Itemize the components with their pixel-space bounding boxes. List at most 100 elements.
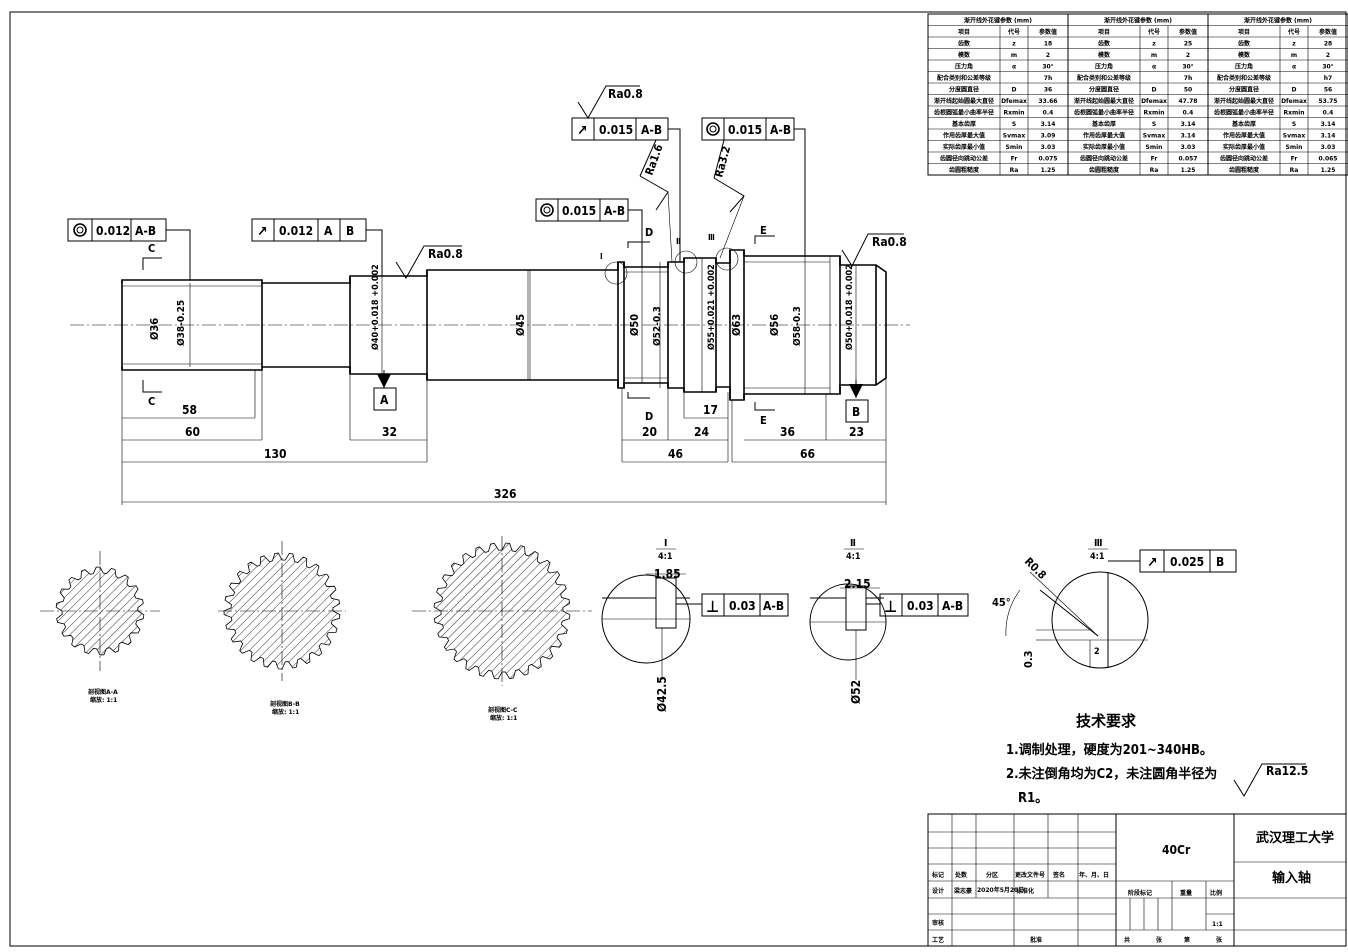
- svg-text:Ra0.8: Ra0.8: [608, 87, 643, 101]
- spline-table-cell: 0.4: [1323, 110, 1334, 117]
- spline-table-cell: 36: [1044, 87, 1052, 94]
- section-mark-c-bottom: C: [148, 395, 155, 408]
- svg-text:Ra3.2: Ra3.2: [712, 145, 733, 179]
- spline-table-cell: 2: [1186, 52, 1190, 59]
- requirement-2-cont: R1。: [1018, 791, 1048, 806]
- spline-table-header: 项目: [1098, 28, 1110, 36]
- svg-text:1.85: 1.85: [654, 567, 681, 581]
- spline-table-cell: Smin: [1146, 144, 1163, 151]
- section-mark-c-top: C: [148, 242, 155, 255]
- fcf-runout-top: ↗ 0.015 A-B: [571, 117, 681, 262]
- spline-table-cell: Dfemax: [1001, 98, 1027, 105]
- spline-table-cell: 25: [1184, 41, 1192, 48]
- roughness-right: Ra0.8: [841, 233, 907, 268]
- spline-table-cell: m: [1011, 52, 1017, 59]
- svg-text:设计: 设计: [932, 887, 944, 895]
- svg-text:审核: 审核: [932, 919, 944, 927]
- len-130: 130: [264, 447, 287, 461]
- svg-text:0.015: 0.015: [599, 123, 633, 137]
- spline-table-title: 渐开线外花键参数 (mm): [964, 17, 1032, 25]
- spline-table-cell: D: [1152, 87, 1157, 94]
- section-c-c-spline: [433, 542, 571, 680]
- spline-table-cell: 基本齿厚: [951, 120, 976, 128]
- dia-55: Ø55+0.021 +0.002: [706, 264, 717, 350]
- svg-text:4:1: 4:1: [846, 552, 861, 562]
- section-mark-d-top: D: [645, 226, 653, 239]
- section-c-label: 剖视图C-C: [488, 706, 518, 714]
- spline-table-header: 参数值: [1178, 28, 1197, 36]
- dia-50b: Ø50+0.018 +0.002: [844, 264, 855, 350]
- spline-table-cell: 0.065: [1319, 156, 1338, 163]
- spline-table-cell: 作用齿厚最大值: [1083, 132, 1125, 140]
- len-58: 58: [182, 403, 197, 417]
- spline-table-cell: 7h: [1044, 75, 1052, 82]
- spline-table-cell: Dfemax: [1141, 98, 1167, 105]
- len-326: 326: [494, 487, 517, 501]
- drawing-border: [9, 11, 1347, 947]
- svg-text:Ⅲ: Ⅲ: [1094, 538, 1103, 549]
- svg-text:共: 共: [1124, 936, 1130, 944]
- spline-table-cell: Ra: [1010, 167, 1019, 174]
- dia-38: Ø38-0.25: [175, 300, 187, 346]
- dia-36: Ø36: [148, 318, 161, 340]
- spline-table-cell: Rxmin: [1283, 110, 1304, 117]
- svg-text:重量: 重量: [1180, 889, 1192, 897]
- svg-text:年、月、日: 年、月、日: [1079, 871, 1109, 879]
- spline-table-cell: 齿圆径向跳动公差: [940, 155, 988, 163]
- svg-text:↗: ↗: [1147, 555, 1158, 571]
- spline-table-cell: 实际齿厚最小值: [1083, 143, 1125, 151]
- svg-text:张: 张: [1216, 936, 1223, 944]
- svg-text:0.03: 0.03: [729, 599, 756, 613]
- roughness-3-2: Ra3.2: [712, 139, 745, 259]
- spline-table-cell: 齿数: [958, 40, 971, 48]
- spline-table-cell: 模数: [958, 51, 971, 59]
- spline-table-cell: 1.25: [1181, 167, 1196, 174]
- dia-45: Ø45: [514, 314, 527, 336]
- spline-table-cell: 30°: [1322, 64, 1333, 71]
- section-views: 剖视图A-A 缩放: 1:1 剖视图B-B 缩放: 1:1 剖视图C-C 缩放:…: [40, 536, 592, 722]
- svg-text:0.012: 0.012: [96, 224, 130, 238]
- spline-table-cell: 3.03: [1321, 144, 1336, 151]
- svg-text:0.025: 0.025: [1170, 555, 1204, 569]
- spline-table-cell: 齿圆粗糙度: [1089, 166, 1120, 174]
- spline-table-cell: 压力角: [1235, 63, 1253, 71]
- svg-text:4:1: 4:1: [1090, 552, 1105, 562]
- spline-table-cell: Ra: [1150, 167, 1159, 174]
- spline-table-cell: 56: [1324, 87, 1332, 94]
- spline-table-cell: 1.25: [1321, 167, 1336, 174]
- svg-text:阶段标记: 阶段标记: [1128, 889, 1152, 897]
- spline-table-cell: 2: [1326, 52, 1330, 59]
- spline-table-header: 代号: [1287, 28, 1300, 36]
- spline-table-cell: 模数: [1098, 51, 1111, 59]
- svg-text:梁志豪: 梁志豪: [954, 887, 972, 895]
- spline-table-cell: D: [1012, 87, 1017, 94]
- svg-text:更改文件号: 更改文件号: [1015, 871, 1045, 879]
- spline-table-cell: 齿根圆弧最小曲率半径: [1074, 109, 1134, 117]
- spline-table-cell: 齿根圆弧最小曲率半径: [934, 109, 994, 117]
- roughness-general: Ra12.5: [1266, 764, 1308, 778]
- spline-table-cell: Rxmin: [1143, 110, 1164, 117]
- spline-table-cell: 3.03: [1041, 144, 1056, 151]
- svg-text:分区: 分区: [986, 871, 998, 879]
- svg-text:Ⅱ: Ⅱ: [850, 538, 856, 549]
- spline-table-cell: 渐开线起始圆最大直径: [1074, 97, 1134, 105]
- spline-table-cell: 0.4: [1183, 110, 1194, 117]
- spline-table-cell: Smin: [1006, 144, 1023, 151]
- spline-profile: [55, 566, 145, 656]
- svg-text:2020年5月20日: 2020年5月20日: [977, 886, 1024, 894]
- fcf-concentricity-mid: 0.015 A-B: [535, 198, 643, 267]
- svg-text:A-B: A-B: [135, 224, 156, 238]
- drawing-scale: 1:1: [1212, 921, 1223, 928]
- section-a-scale: 缩放: 1:1: [90, 696, 117, 704]
- spline-table-cell: 分度圆直径: [1229, 86, 1259, 94]
- svg-text:R0.8: R0.8: [1022, 555, 1049, 582]
- len-20: 20: [642, 425, 657, 439]
- spline-table-cell: 30°: [1182, 64, 1193, 71]
- svg-text:⊥: ⊥: [706, 597, 719, 616]
- technical-requirements: 技术要求 1.调制处理，硬度为201~340HB。 2.未注倒角均为C2，未注圆…: [1006, 712, 1308, 806]
- spline-table-cell: 配合类别和公差等级: [937, 74, 991, 82]
- len-17: 17: [703, 403, 718, 417]
- svg-text:批准: 批准: [1030, 936, 1042, 944]
- svg-text:A-B: A-B: [763, 599, 784, 613]
- spline-table-cell: 3.03: [1181, 144, 1196, 151]
